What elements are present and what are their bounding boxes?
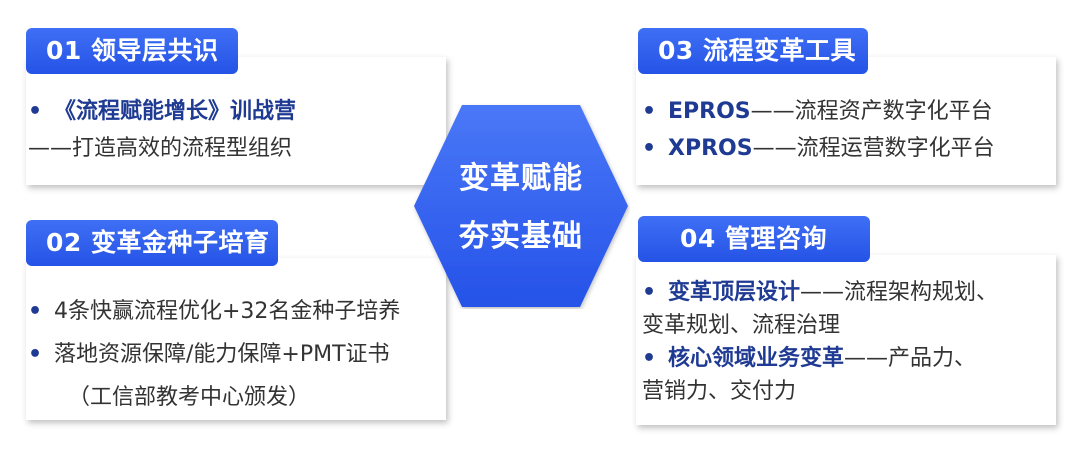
- list-item: • 落地资源保障/能力保障+PMT证书: [28, 340, 400, 370]
- item-continuation: ——打造高效的流程型组织: [28, 136, 293, 161]
- card-management-consulting: [636, 255, 1056, 425]
- item-text: 4条快赢流程优化+32名金种子培养: [54, 299, 401, 324]
- card-seed-cultivation: [26, 258, 446, 420]
- item-rest: ——流程架构规划、: [800, 280, 999, 305]
- bullet-icon: •: [28, 342, 43, 367]
- list-item: • XPROS——流程运营数字化平台: [642, 134, 995, 164]
- item-continuation: 营销力、交付力: [642, 379, 797, 404]
- center-label-line2: 夯实基础: [459, 219, 583, 254]
- item-highlight: 变革顶层设计: [668, 280, 801, 305]
- center-label: 变革赋能 夯实基础: [412, 150, 630, 266]
- item-continuation: 变革规划、流程治理: [642, 313, 841, 338]
- list-seed-cultivation: • 4条快赢流程优化+32名金种子培养 • 落地资源保障/能力保障+PMT证书 （工…: [28, 297, 400, 413]
- tag-seed-cultivation: 02 变革金种子培育: [26, 220, 278, 266]
- list-item: • 《流程赋能增长》训战营: [28, 97, 296, 127]
- list-item: • 核心领域业务变革——产品力、: [642, 344, 998, 374]
- list-leadership-consensus: • 《流程赋能增长》训战营 ——打造高效的流程型组织: [28, 97, 296, 164]
- item-rest: ——产品力、: [844, 346, 977, 371]
- list-item: • EPROS——流程资产数字化平台: [642, 97, 995, 127]
- bullet-icon: •: [642, 346, 657, 371]
- bullet-icon: •: [28, 99, 43, 124]
- item-continuation: （工信部教考中心颁发）: [68, 385, 311, 410]
- tag-leadership-consensus: 01 领导层共识: [26, 28, 238, 74]
- list-item-continuation: 营销力、交付力: [642, 377, 998, 407]
- card-leadership-consensus: [26, 57, 446, 185]
- center-hexagon: [414, 105, 628, 307]
- item-rest: ——流程运营数字化平台: [752, 136, 995, 161]
- item-highlight: XPROS: [668, 136, 753, 161]
- list-item-continuation: 变革规划、流程治理: [642, 311, 998, 341]
- tag-process-tools: 03 流程变革工具: [638, 28, 868, 74]
- tag-management-consulting: 04 管理咨询: [638, 216, 870, 262]
- list-management-consulting: • 变革顶层设计——流程架构规划、 变革规划、流程治理 • 核心领域业务变革——产品…: [642, 278, 998, 407]
- item-highlight: 《流程赋能增长》训战营: [54, 99, 297, 124]
- list-item: • 4条快赢流程优化+32名金种子培养: [28, 297, 400, 327]
- bullet-icon: •: [28, 299, 43, 324]
- list-process-tools: • EPROS——流程资产数字化平台 • XPROS——流程运营数字化平台: [642, 97, 995, 164]
- bullet-icon: •: [642, 136, 657, 161]
- center-label-line1: 变革赋能: [459, 161, 583, 196]
- bullet-icon: •: [642, 99, 657, 124]
- list-item-continuation: （工信部教考中心颁发）: [28, 383, 400, 413]
- item-highlight: EPROS: [668, 99, 751, 124]
- item-text: 落地资源保障/能力保障+PMT证书: [54, 342, 390, 367]
- bullet-icon: •: [642, 280, 657, 305]
- card-process-tools: [636, 57, 1056, 185]
- item-rest: ——流程资产数字化平台: [750, 99, 993, 124]
- item-highlight: 核心领域业务变革: [668, 346, 845, 371]
- list-item-continuation: ——打造高效的流程型组织: [28, 134, 296, 164]
- list-item: • 变革顶层设计——流程架构规划、: [642, 278, 998, 308]
